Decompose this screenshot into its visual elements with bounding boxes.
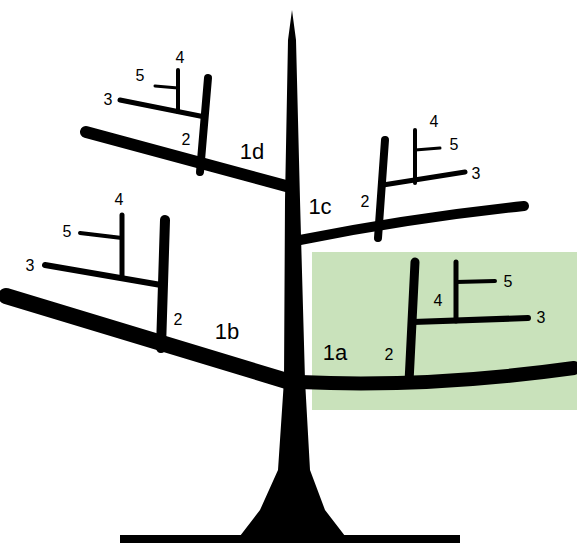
callout-number: 4 <box>115 192 124 208</box>
callout-number: 2 <box>361 194 370 210</box>
callout-number: 4 <box>176 50 185 66</box>
callout-number: 4 <box>430 114 439 130</box>
callout-number: 2 <box>182 132 191 148</box>
callout-number: 3 <box>472 166 481 182</box>
branch-label: 1b <box>215 321 239 343</box>
branch-label: 1c <box>308 196 331 218</box>
callout-number: 4 <box>434 293 443 309</box>
callout-number: 5 <box>63 224 72 240</box>
callout-number: 3 <box>537 310 546 326</box>
branch-label: 1a <box>323 342 347 364</box>
callout-number: 5 <box>136 68 145 84</box>
callout-number: 3 <box>26 258 35 274</box>
callout-number: 5 <box>504 274 513 290</box>
callout-number: 2 <box>174 312 183 328</box>
callout-number: 2 <box>385 347 394 363</box>
branch-label: 1d <box>240 141 264 163</box>
callout-number: 3 <box>104 92 113 108</box>
callout-number: 5 <box>450 137 459 153</box>
